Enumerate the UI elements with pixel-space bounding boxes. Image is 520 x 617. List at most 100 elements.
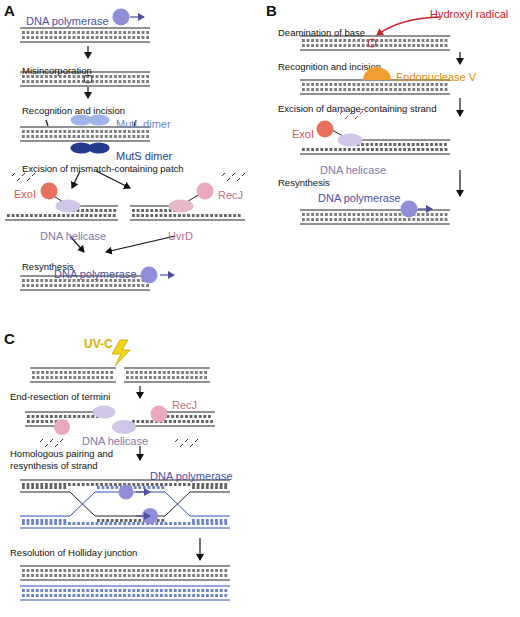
base-mark — [27, 569, 30, 572]
base-mark — [123, 36, 126, 39]
base-mark — [37, 376, 40, 379]
base-mark — [119, 569, 122, 572]
base-mark — [357, 44, 360, 47]
base-mark — [105, 75, 108, 78]
protein-node: DNA polymerase — [112, 8, 130, 26]
base-mark — [380, 218, 383, 221]
base-mark — [59, 135, 62, 138]
base-mark — [142, 135, 145, 138]
step-label: Homologous pairing and resynthesis of st… — [10, 448, 128, 471]
base-mark — [142, 75, 145, 78]
base-mark — [206, 519, 209, 522]
base-mark — [422, 44, 425, 47]
base-mark — [137, 574, 140, 577]
dna-stroke — [165, 492, 190, 516]
base-mark — [50, 80, 53, 83]
base-mark — [146, 209, 149, 212]
base-mark — [59, 589, 62, 592]
base-mark — [27, 483, 30, 486]
base-mark — [63, 135, 66, 138]
base-mark — [54, 31, 57, 34]
step-arrow — [87, 46, 88, 58]
base-mark — [339, 218, 342, 221]
protein-name: UvrD — [168, 230, 193, 242]
base-mark — [307, 148, 310, 151]
base-mark — [63, 574, 66, 577]
base-mark — [96, 574, 99, 577]
base-mark — [426, 88, 429, 91]
base-mark — [334, 39, 337, 42]
base-mark — [114, 130, 117, 133]
base-mark — [7, 214, 10, 217]
base-mark — [348, 148, 351, 151]
base-mark — [30, 214, 33, 217]
dna-stroke — [60, 439, 63, 442]
base-mark — [110, 376, 113, 379]
base-mark — [348, 44, 351, 47]
base-mark — [155, 483, 158, 486]
base-mark — [316, 44, 319, 47]
base-mark — [114, 589, 117, 592]
base-mark — [196, 214, 199, 217]
base-mark — [431, 148, 434, 151]
protein-name: DNA helicase — [320, 164, 386, 176]
base-mark — [50, 31, 53, 34]
base-mark — [201, 522, 204, 525]
base-mark — [132, 522, 135, 525]
base-mark — [73, 522, 76, 525]
step-arrow — [459, 98, 460, 116]
base-mark — [64, 415, 67, 418]
base-mark — [142, 483, 145, 486]
base-mark — [91, 522, 94, 525]
base-mark — [343, 88, 346, 91]
base-mark — [435, 88, 438, 91]
base-mark — [435, 218, 438, 221]
base-mark — [192, 569, 195, 572]
step-arrow — [139, 386, 140, 398]
base-mark — [132, 209, 135, 212]
base-mark — [307, 88, 310, 91]
base-mark — [311, 213, 314, 216]
dna-stroke — [350, 140, 450, 141]
base-mark — [385, 148, 388, 151]
base-mark — [68, 483, 71, 486]
base-mark — [137, 135, 140, 138]
base-mark — [123, 284, 126, 287]
base-mark — [31, 519, 34, 522]
base-mark — [200, 371, 203, 374]
base-mark — [366, 213, 369, 216]
base-mark — [105, 594, 108, 597]
base-mark — [201, 483, 204, 486]
base-mark — [431, 88, 434, 91]
base-mark — [77, 31, 80, 34]
base-mark — [22, 483, 25, 486]
step-label: Hydroxyl radical — [430, 8, 508, 20]
dna-stroke — [30, 382, 116, 383]
base-mark — [334, 148, 337, 151]
base-mark — [68, 522, 71, 525]
base-mark — [96, 522, 99, 525]
base-mark — [408, 218, 411, 221]
base-mark — [59, 486, 62, 489]
base-mark — [22, 574, 25, 577]
base-mark — [422, 213, 425, 216]
base-mark — [192, 574, 195, 577]
base-mark — [146, 569, 149, 572]
base-mark — [102, 519, 105, 522]
base-mark — [22, 284, 25, 287]
base-mark — [407, 143, 410, 146]
base-mark — [155, 594, 158, 597]
base-mark — [91, 594, 94, 597]
base-mark — [129, 519, 132, 522]
base-mark — [178, 589, 181, 592]
base-mark — [132, 36, 135, 39]
dna-stroke — [175, 439, 178, 442]
base-mark — [45, 420, 48, 423]
base-mark — [169, 483, 172, 486]
base-mark — [91, 415, 94, 418]
dna-stroke — [20, 566, 230, 567]
dna-stroke — [195, 439, 198, 442]
base-mark — [86, 284, 89, 287]
base-mark — [417, 148, 420, 151]
protein-shape — [112, 8, 130, 26]
